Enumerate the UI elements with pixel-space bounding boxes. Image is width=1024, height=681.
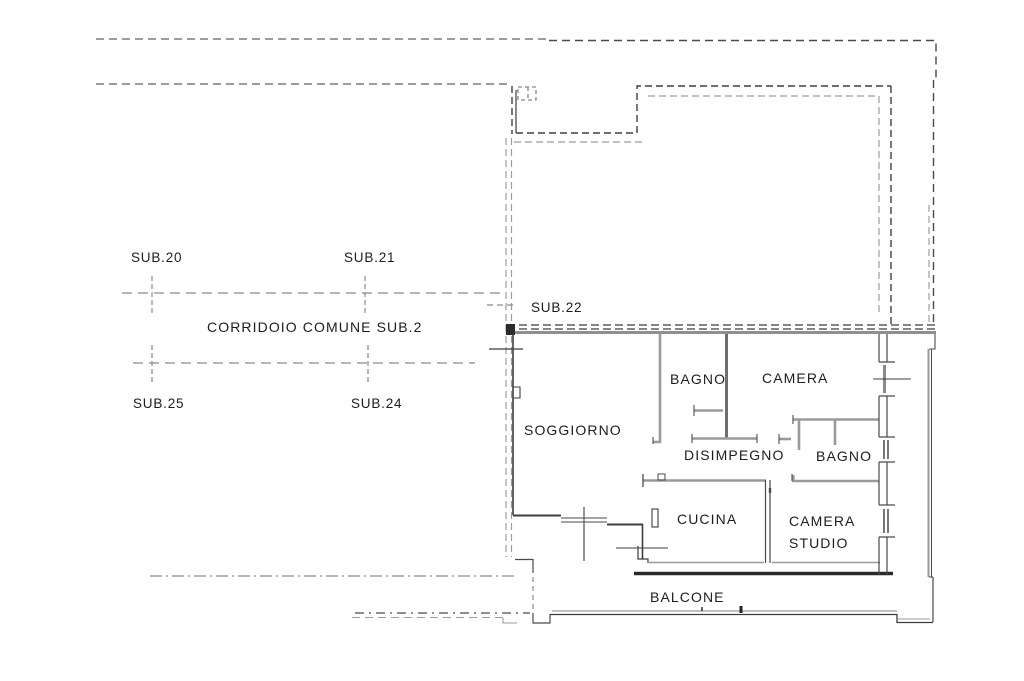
bagno2-walls — [778, 415, 879, 450]
label-sub24: SUB.24 — [351, 396, 403, 411]
corridor-lines — [122, 292, 502, 364]
label-bagno-2: BAGNO — [816, 448, 873, 464]
outer-boundary-dashed-dark — [549, 39, 937, 326]
left-wall — [512, 334, 521, 515]
soggiorno-south-wall — [513, 507, 668, 563]
disimpegno-wall — [691, 434, 758, 443]
outer-boundary-dashed — [96, 38, 549, 85]
top-wall — [506, 324, 936, 335]
label-bagno-1: BAGNO — [670, 371, 727, 387]
right-wall-windows — [873, 334, 911, 574]
corridor-ticks — [151, 276, 517, 382]
label-sub25: SUB.25 — [133, 396, 185, 411]
cucina-walls — [642, 473, 880, 564]
balcony — [515, 558, 934, 624]
building-right-edge — [927, 334, 936, 577]
bagno1-walls — [652, 334, 728, 444]
label-sub21: SUB.21 — [344, 250, 396, 265]
label-disimpegno: DISIMPEGNO — [684, 447, 785, 463]
label-soggiorno: SOGGIORNO — [524, 422, 622, 438]
label-corridoio-comune: CORRIDOIO COMUNE SUB.2 — [207, 319, 423, 335]
shaft-symbol — [515, 86, 537, 133]
label-camera-studio-line2: STUDIO — [789, 534, 849, 551]
label-cucina: CUCINA — [677, 511, 738, 527]
lower-dashed-lines — [150, 575, 534, 624]
label-sub22: SUB.22 — [531, 300, 583, 315]
label-camera-studio-line1: CAMERA — [789, 513, 856, 529]
camera-studio-wall — [791, 474, 879, 483]
sub22-boundary-dashed — [511, 85, 892, 324]
label-camera: CAMERA — [762, 370, 829, 386]
label-balcone: BALCONE — [650, 589, 725, 605]
label-sub20: SUB.20 — [131, 250, 183, 265]
sub22-boundary-inner-dashed — [505, 95, 930, 557]
label-camera-studio: CAMERA STUDIO — [789, 511, 856, 554]
